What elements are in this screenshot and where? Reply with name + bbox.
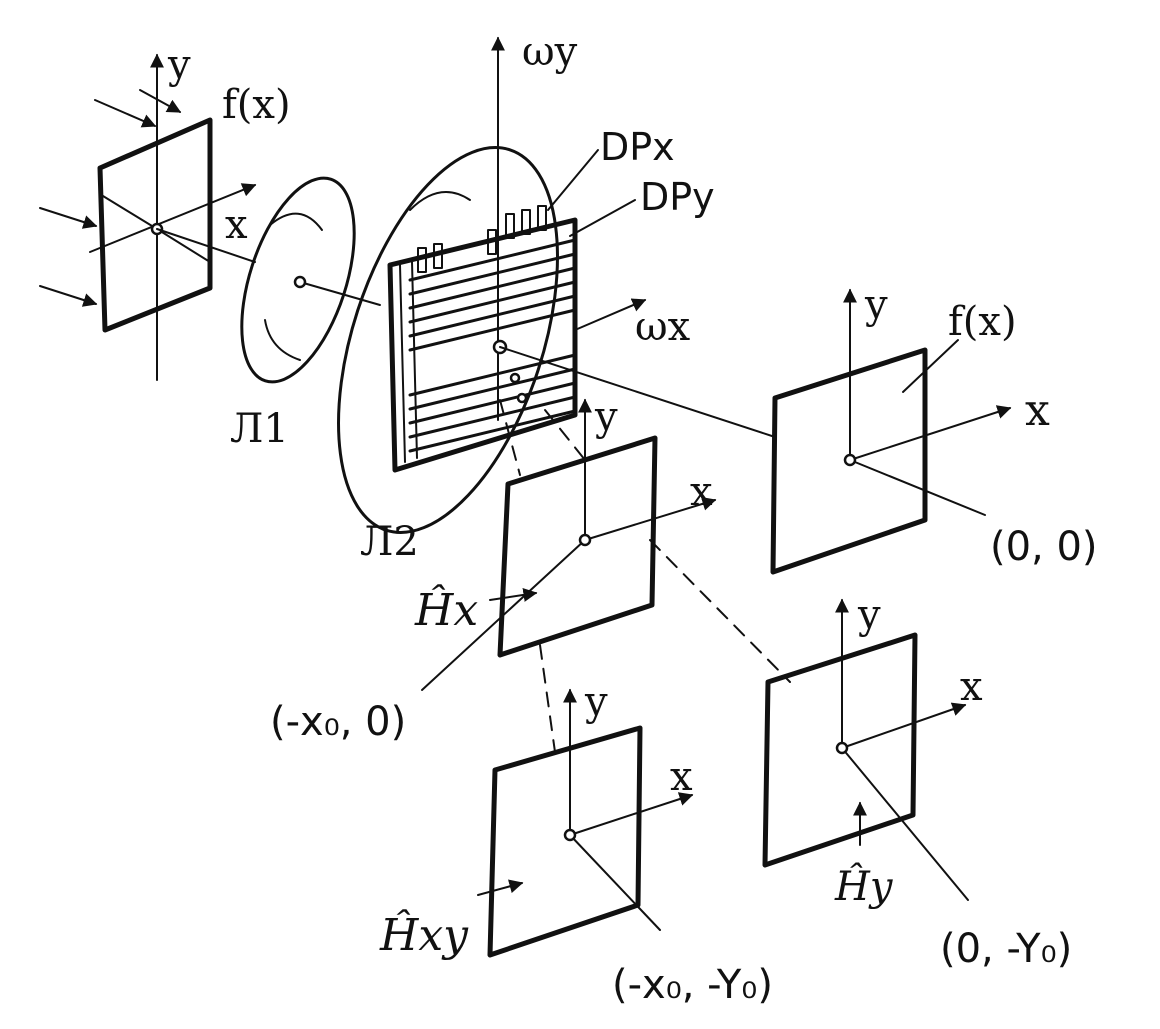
beam-to-center xyxy=(499,346,776,438)
dpx-tick xyxy=(537,205,547,231)
output-center-frame xyxy=(770,347,928,575)
dpy-stripe xyxy=(408,238,577,282)
output-center-x-axis xyxy=(849,405,1012,461)
dpy-stripe xyxy=(408,409,577,453)
optical-axis-segment xyxy=(156,228,256,263)
beam-to-hx xyxy=(499,399,521,476)
output-hx-filter-label: Ĥx xyxy=(414,583,478,636)
output-hy-frame xyxy=(762,632,918,868)
lens-1-label: Л1 xyxy=(230,406,289,452)
dpy-label: DPy xyxy=(640,175,715,219)
dpy-stripe xyxy=(408,294,577,338)
dpx-ticks xyxy=(417,205,547,273)
spectral-spot xyxy=(509,372,521,384)
output-hx-origin xyxy=(578,533,592,547)
output-hxy-x-label: x xyxy=(670,754,693,800)
output-hxy-coord: (-x₀, -Y₀) xyxy=(612,962,773,1008)
output-center-f-leader xyxy=(902,339,959,393)
output-hxy-origin xyxy=(563,828,577,842)
output-hxy-filter-arrow xyxy=(477,879,524,896)
output-hxy-frame xyxy=(487,725,643,958)
output-hy-coord: (0, -Y₀) xyxy=(940,926,1072,972)
input-plane-frame xyxy=(97,117,213,333)
dpx-tick xyxy=(433,243,443,269)
incoming-light-arrow xyxy=(139,89,182,113)
input-plane: y f(x) x xyxy=(39,42,291,381)
input-x-label: x xyxy=(225,202,248,248)
beam-to-hy xyxy=(649,539,791,683)
lens-1: Л1 xyxy=(230,176,356,452)
output-hx-plane: y x Ĥx (-x₀, 0) xyxy=(270,394,717,745)
output-center-x-label: x xyxy=(1025,385,1050,436)
input-gridline xyxy=(102,195,158,230)
output-hx-filter-arrow xyxy=(489,587,538,602)
beam-to-hxy xyxy=(539,644,556,753)
output-hy-origin xyxy=(835,741,849,755)
omega-x-label: ωx xyxy=(635,304,691,350)
output-center-plane: y f(x) x (0, 0) xyxy=(770,282,1098,575)
dpy-stripe xyxy=(408,395,577,439)
output-hy-x-axis xyxy=(841,702,967,749)
spectral-spot xyxy=(516,392,528,404)
output-hy-x-label: x xyxy=(960,664,983,710)
output-hx-x-axis xyxy=(584,497,717,541)
dpy-leader xyxy=(569,199,636,237)
output-center-coord: (0, 0) xyxy=(990,524,1098,570)
incoming-light-arrow xyxy=(39,285,98,307)
output-hx-leader xyxy=(421,539,586,691)
beam-to-hx xyxy=(544,409,586,461)
input-f-label: f(x) xyxy=(222,82,291,128)
dpx-tick xyxy=(505,213,515,239)
lens-2-outline xyxy=(337,146,559,534)
lens-1-highlight xyxy=(269,212,323,231)
dpx-tick xyxy=(417,247,427,273)
output-center-origin xyxy=(843,453,857,467)
dpy-stripe xyxy=(408,308,577,352)
incoming-light-arrow xyxy=(39,207,98,229)
lens-1-outline xyxy=(240,176,356,384)
output-hxy-leader xyxy=(569,834,661,931)
output-hy-leader xyxy=(841,747,969,901)
lens-2-label: Л2 xyxy=(360,519,419,565)
dpx-tick xyxy=(521,209,531,235)
output-hy-plane: y x Ĥy (0, -Y₀) xyxy=(762,592,1072,972)
output-hx-x-label: x xyxy=(690,469,713,515)
optical-axis-segment xyxy=(299,281,381,306)
lens-2-highlight xyxy=(409,191,471,211)
output-hxy-filter-label: Ĥxy xyxy=(379,908,469,961)
dpy-stripe xyxy=(408,266,577,310)
output-hxy-y-label: y xyxy=(584,679,608,725)
output-hx-y-label: y xyxy=(594,394,618,440)
output-center-f-label: f(x) xyxy=(948,299,1017,345)
output-center-y-label: y xyxy=(864,282,888,328)
omega-y-label: ωy xyxy=(522,29,578,75)
output-hy-filter-label: Ĥy xyxy=(834,863,894,910)
dpx-tick xyxy=(487,229,497,255)
lens-2: Л2 xyxy=(337,146,559,565)
dpx-label: DPx xyxy=(600,125,675,169)
input-x-axis xyxy=(89,183,257,253)
output-hx-coord: (-x₀, 0) xyxy=(270,699,406,745)
dpy-stripe xyxy=(408,381,577,425)
dpy-stripe xyxy=(408,252,577,296)
output-hxy-x-axis xyxy=(569,792,694,836)
spectral-edge xyxy=(399,264,406,463)
omega-x-axis xyxy=(574,298,647,331)
dpy-stripe xyxy=(408,367,577,411)
input-y-label: y xyxy=(167,42,191,88)
lens-1-highlight xyxy=(264,319,301,361)
spectral-plane: ωy DPx DPy ωx xyxy=(387,29,715,473)
dpy-stripe xyxy=(408,280,577,324)
output-hy-y-label: y xyxy=(857,592,881,638)
lens-1-center xyxy=(293,275,307,289)
output-center-leader xyxy=(849,459,986,516)
incoming-light-arrow xyxy=(94,99,157,128)
input-gridline xyxy=(156,228,211,263)
dpx-leader xyxy=(547,149,599,211)
output-hxy-plane: y x Ĥxy (-x₀, -Y₀) xyxy=(379,679,773,1008)
